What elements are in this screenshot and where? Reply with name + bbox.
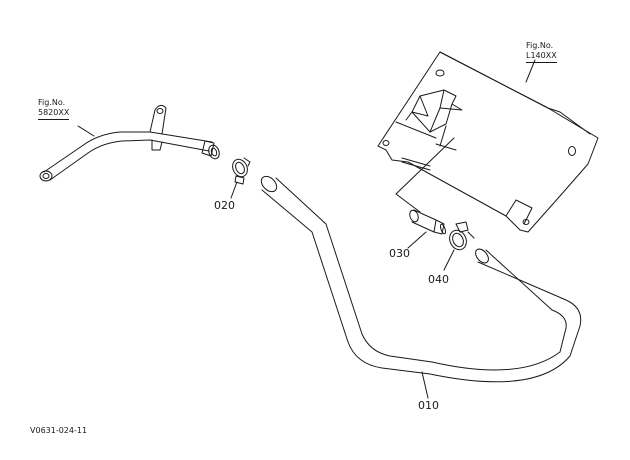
part-number-020: 020 [214, 199, 235, 212]
leader-bracket [395, 137, 455, 195]
leader-010 [421, 371, 429, 399]
leader-030 [407, 231, 427, 249]
part-number-010: 010 [418, 399, 439, 412]
fig-ref-right: Fig.No. L140XX [526, 41, 557, 63]
leader-fig-5820 [77, 125, 95, 137]
leader-040 [443, 249, 455, 271]
part-number-040: 040 [428, 273, 449, 286]
fig-ref-left-number: 5820XX [38, 108, 70, 120]
bracket-plate [377, 51, 599, 233]
hose-clamp-040 [449, 221, 475, 251]
fig-ref-left: Fig.No. 5820XX [38, 98, 70, 120]
fig-ref-right-number: L140XX [526, 51, 557, 63]
metal-pipe-assembly [39, 104, 220, 182]
leader-bracket-2 [395, 193, 421, 213]
hose-clamp-020 [232, 157, 251, 185]
leader-fig-L140 [525, 59, 536, 83]
fig-ref-left-label: Fig.No. [38, 98, 66, 107]
diagram-code: V0631-024-11 [30, 426, 88, 435]
bolt-030 [409, 209, 447, 235]
coolant-hose-010 [260, 175, 582, 383]
leader-020 [230, 181, 238, 199]
fig-ref-right-label: Fig.No. [526, 41, 554, 50]
part-number-030: 030 [389, 247, 410, 260]
